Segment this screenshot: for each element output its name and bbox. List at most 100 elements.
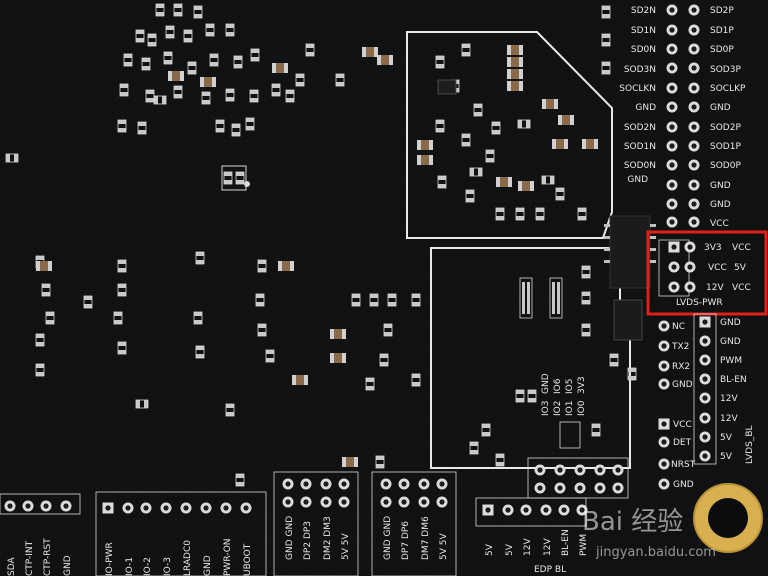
sd-right-label: SD0P	[710, 45, 734, 55]
watermark-url: jingyan.baidu.com	[595, 545, 716, 560]
ctrl-label: NRST	[671, 460, 696, 470]
bottom-io-label: IO-2	[143, 557, 153, 576]
uart-label: GND	[672, 380, 693, 390]
io-label: IO5	[565, 379, 575, 394]
sd-right-label: SOCLKP	[710, 84, 746, 94]
mount-hole	[693, 483, 763, 553]
dp-label: GND GND	[383, 516, 393, 560]
bottom-io-label: LRADC0	[183, 540, 193, 576]
io-label: GND	[541, 373, 551, 394]
sd-left-labels: SD2N SD1N SD0N SOD3N SOCLKN GND SOD2N SO…	[619, 6, 656, 185]
bottom-io-label: GND	[203, 555, 213, 576]
sd-right-label: SD2P	[710, 6, 734, 16]
sd-right-label: SOD0P	[710, 161, 741, 171]
lvds-pwr-label: VCC	[708, 263, 727, 273]
silk-outline-top-module	[406, 31, 613, 239]
dp-label: GND GND	[285, 516, 295, 560]
sd-left-label: SOD1N	[624, 142, 656, 152]
lvds-bl-label: PWM	[720, 356, 742, 366]
lvds-bl-label: 12V	[720, 414, 738, 424]
lvds-pwr-label: 3V3	[704, 243, 722, 253]
sd-left-label: GND	[635, 103, 656, 113]
lvds-bl-header: GND GND PWM BL-EN 12V 12V 5V 5V LVDS_BL	[693, 313, 755, 465]
bottom-io-header: IO-PWR IO-1 IO-2 IO-3 LRADC0 GND PWR-ON …	[95, 491, 267, 576]
lvds-bl-label: BL-EN	[720, 375, 747, 385]
lvds-bl-title: LVDS_BL	[745, 425, 755, 464]
dp-label: DP2 DP3	[303, 521, 313, 560]
sd-left-label: SD1N	[631, 26, 656, 36]
lvds-bl-label: 5V	[720, 452, 733, 462]
bottom-left-label: CTP-INT	[25, 540, 35, 576]
sd-right-label: GND	[710, 200, 731, 210]
component-cluster-top-left	[5, 3, 393, 191]
uart-label: RX2	[672, 362, 690, 372]
io-label: IO1	[565, 401, 575, 416]
dp-label: DM7 DM6	[421, 516, 431, 560]
io-label: 3V3	[577, 376, 587, 394]
bottom-io-label: IO-3	[163, 557, 173, 576]
edp-bl-label: 12V	[543, 538, 553, 556]
edp-bl-label: 5V	[485, 543, 495, 556]
edp-bl-header: 5V 5V 12V 12V BL-EN PWM EDP BL	[475, 457, 629, 575]
edp-bl-label: 12V	[523, 538, 533, 556]
uart-header: NC TX2 RX2 GND	[658, 320, 693, 390]
ctrl-label: DET	[673, 438, 692, 448]
edp-bl-label: 5V	[505, 543, 515, 556]
bottom-left-label: SDA	[7, 557, 17, 576]
sd-left-label: GND	[627, 175, 648, 185]
edp-bl-title: EDP BL	[534, 565, 566, 575]
lvds-pwr-label: 12V	[706, 283, 724, 293]
sd-left-label: SD2N	[631, 6, 656, 16]
sd-right-label: SOD2P	[710, 123, 741, 133]
edp-bl-label: BL-EN	[561, 529, 571, 556]
sd-right-label: GND	[710, 181, 731, 191]
bottom-left-header: SDA CTP-INT CTP-RST GND	[0, 493, 81, 576]
io-label: IO0	[577, 400, 587, 416]
sd-right-label: VCC	[710, 219, 729, 229]
ctrl-label: GND	[673, 480, 694, 490]
lvds-pwr-label: 5V	[734, 263, 747, 273]
sd-left-label: SD0N	[631, 45, 656, 55]
usb-dp-header-2: GND GND DP7 DP6 DM7 DM6 5V 5V	[371, 471, 457, 576]
lvds-bl-label: 5V	[720, 433, 733, 443]
sd-right-label: SOD3P	[710, 65, 741, 75]
sd-right-label: SD1P	[710, 26, 734, 36]
lvds-bl-label: GND	[720, 337, 741, 347]
watermark-logo: Bai 经验	[582, 507, 683, 537]
dp-label: 5V 5V	[439, 533, 449, 560]
sd-right-labels: SD2P SD1P SD0P SOD3P SOCLKP GND SOD2P SO…	[710, 6, 746, 229]
edp-bl-label: PWM	[579, 534, 589, 556]
bottom-left-label: GND	[63, 555, 73, 576]
uart-label: TX2	[671, 342, 689, 352]
component-cluster-middle-module	[469, 215, 656, 467]
sd-left-label: SOD3N	[624, 65, 656, 75]
io-label: IO6	[553, 378, 563, 394]
bottom-io-label: IO-1	[125, 557, 135, 576]
usb-dp-header-1: GND GND DP2 DP3 DM2 DM3 5V 5V	[273, 471, 359, 576]
sd-right-label: SOD1P	[710, 142, 741, 152]
lvds-pwr-label: VCC	[732, 243, 751, 253]
ctrl-label: VCC	[673, 420, 692, 430]
component-cluster-top-module	[417, 43, 598, 221]
dp-label: DM2 DM3	[323, 516, 333, 560]
lvds-pwr-title: LVDS-PWR	[676, 298, 723, 308]
io-label: IO2	[553, 401, 563, 416]
io-block: IO3 IO2 IO1 IO0 GND IO6 IO5 3V3	[541, 373, 587, 416]
sd-left-label: SOCLKN	[619, 84, 656, 94]
lvds-pwr-label: VCC	[732, 283, 751, 293]
lvds-bl-label: GND	[720, 318, 741, 328]
dp-label: DP7 DP6	[401, 521, 411, 560]
uart-label: NC	[672, 322, 685, 332]
ctrl-header: VCC DET NRST GND	[658, 418, 696, 490]
io-label: IO3	[541, 401, 551, 416]
sd-left-label: SOD2N	[624, 123, 656, 133]
lvds-bl-label: 12V	[720, 394, 738, 404]
dp-label: 5V 5V	[341, 533, 351, 560]
bottom-left-label: CTP-RST	[43, 538, 53, 576]
baidu-jingyan-watermark: Bai 经验 jingyan.baidu.com	[582, 507, 716, 560]
sd-right-label: GND	[710, 103, 731, 113]
bottom-io-label: IO-PWR	[105, 542, 115, 576]
bottom-io-label: PWR-ON	[223, 538, 233, 576]
bottom-io-label: UBOOT	[243, 543, 253, 576]
